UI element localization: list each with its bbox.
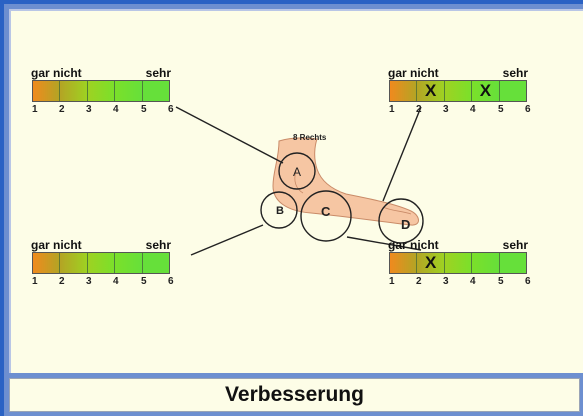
- scale-number: 6: [525, 276, 531, 287]
- rating-cell[interactable]: [141, 253, 170, 273]
- scale-number: 5: [498, 104, 504, 115]
- foot-caption: 8 Rechts: [293, 133, 327, 142]
- rating-mark: X: [424, 253, 437, 272]
- scale-low-label: gar nicht: [31, 66, 82, 80]
- scale-numbers: 1 2 3 4 5 6: [389, 104, 539, 116]
- rating-cell[interactable]: [114, 253, 142, 273]
- scale-header: gar nicht sehr: [388, 238, 529, 252]
- scale-number: 3: [443, 276, 449, 287]
- region-label-c: C: [321, 204, 331, 219]
- rating-cell[interactable]: [86, 81, 115, 101]
- rating-cell[interactable]: X: [416, 253, 444, 273]
- rating-cell[interactable]: X: [416, 81, 444, 101]
- scale-number: 5: [498, 276, 504, 287]
- scale-numbers: 1 2 3 4 5 6: [32, 104, 182, 116]
- scale-number: 1: [32, 104, 38, 115]
- scale-number: 1: [389, 276, 395, 287]
- region-label-d: D: [401, 217, 410, 232]
- rating-cell[interactable]: [390, 253, 417, 273]
- region-circle-b[interactable]: [260, 191, 298, 229]
- rating-cell[interactable]: [443, 81, 472, 101]
- scale-number: 6: [168, 276, 174, 287]
- rating-cell[interactable]: [33, 253, 60, 273]
- scale-number: 6: [168, 104, 174, 115]
- connector-c: [346, 236, 422, 251]
- scale-low-label: gar nicht: [31, 238, 82, 252]
- rating-cell[interactable]: [33, 81, 60, 101]
- scale-number: 4: [113, 276, 119, 287]
- rating-cell[interactable]: X: [471, 81, 499, 101]
- region-circle-a[interactable]: [278, 152, 316, 190]
- rating-mark: X: [479, 81, 492, 100]
- rating-cell[interactable]: [59, 81, 87, 101]
- scale-number: 3: [86, 104, 92, 115]
- rating-bar: [32, 80, 170, 102]
- rating-cell[interactable]: [141, 81, 170, 101]
- scale-number: 3: [443, 104, 449, 115]
- rating-cell[interactable]: [86, 253, 115, 273]
- scale-low-label: gar nicht: [388, 238, 439, 252]
- scale-high-label: sehr: [145, 238, 171, 252]
- connector-a: [175, 106, 284, 164]
- scale-header: gar nicht sehr: [31, 66, 172, 80]
- rating-cell[interactable]: [114, 81, 142, 101]
- scale-high-label: sehr: [502, 66, 528, 80]
- rating-bar: [32, 252, 170, 274]
- rating-cell[interactable]: [59, 253, 87, 273]
- scale-high-label: sehr: [145, 66, 171, 80]
- foot-diagram: A B C D: [175, 106, 424, 256]
- rating-cell[interactable]: [390, 81, 417, 101]
- scale-header: gar nicht sehr: [31, 238, 172, 252]
- footer-title: Verbesserung: [9, 378, 580, 412]
- scale-high-label: sehr: [502, 238, 528, 252]
- rating-cell[interactable]: [498, 253, 527, 273]
- rating-cell[interactable]: [443, 253, 472, 273]
- scale-numbers: 1 2 3 4 5 6: [389, 276, 539, 288]
- scale-number: 1: [32, 276, 38, 287]
- foot-silhouette: [272, 137, 419, 226]
- region-circle-d[interactable]: [378, 198, 424, 244]
- rating-cell[interactable]: [498, 81, 527, 101]
- scale-number: 5: [141, 104, 147, 115]
- connector-d: [382, 106, 422, 202]
- scale-numbers: 1 2 3 4 5 6: [32, 276, 182, 288]
- scale-number: 3: [86, 276, 92, 287]
- connector-b: [190, 224, 264, 256]
- scale-number: 4: [113, 104, 119, 115]
- region-circle-c[interactable]: [300, 190, 352, 242]
- scale-number: 2: [416, 276, 422, 287]
- scale-number: 2: [416, 104, 422, 115]
- scale-number: 2: [59, 104, 65, 115]
- rating-bar: X: [389, 252, 527, 274]
- scale-low-label: gar nicht: [388, 66, 439, 80]
- region-label-a: A: [293, 165, 301, 179]
- rating-mark: X: [424, 81, 437, 100]
- scale-number: 4: [470, 276, 476, 287]
- region-label-b: B: [276, 205, 284, 217]
- scale-number: 5: [141, 276, 147, 287]
- rating-cell[interactable]: [471, 253, 499, 273]
- scale-number: 1: [389, 104, 395, 115]
- scale-number: 4: [470, 104, 476, 115]
- content-panel: A B C D 8 Rechts gar nicht sehr 1 2 3 4 5 6 gar…: [9, 9, 583, 373]
- scale-number: 6: [525, 104, 531, 115]
- scale-number: 2: [59, 276, 65, 287]
- scale-header: gar nicht sehr: [388, 66, 529, 80]
